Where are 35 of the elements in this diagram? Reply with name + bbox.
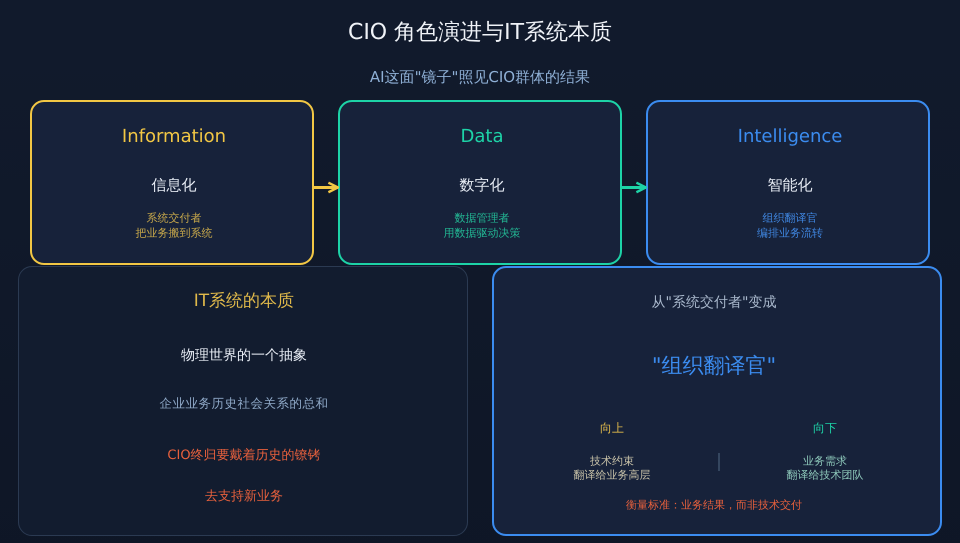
stage-title: Data bbox=[460, 126, 504, 148]
info-card bbox=[492, 266, 942, 536]
role-text: 业务需求 bbox=[803, 454, 847, 468]
statement: 企业业务历史社会关系的总和 bbox=[160, 396, 328, 410]
stage-card bbox=[646, 100, 930, 265]
card-title: "组织翻译官" bbox=[652, 353, 776, 379]
title: CIO 角色演进与IT系统本质 bbox=[348, 20, 612, 46]
statement: 去支持新业务 bbox=[205, 489, 283, 505]
arrow bbox=[622, 181, 648, 194]
role-text: 翻译给业务高层 bbox=[574, 468, 650, 482]
statement: CIO终归要戴着历史的镣铐 bbox=[167, 448, 321, 464]
stage-name: 信息化 bbox=[152, 176, 196, 194]
stage-card bbox=[338, 100, 622, 265]
info-card bbox=[18, 266, 468, 536]
card-subtitle: 从"系统交付者"变成 bbox=[652, 294, 776, 312]
stage-name: 智能化 bbox=[768, 176, 812, 194]
card-title: IT系统的本质 bbox=[194, 290, 294, 312]
stage-name: 数字化 bbox=[460, 176, 504, 194]
role-text: 编排业务流转 bbox=[757, 226, 823, 240]
role-text: 组织翻译官 bbox=[762, 211, 818, 225]
role-text: 技术约束 bbox=[590, 454, 634, 468]
role-text: 把业务搬到系统 bbox=[136, 226, 212, 240]
stage-card bbox=[30, 100, 314, 265]
stage-title: Intelligence bbox=[738, 126, 842, 148]
column-heading: 向下 bbox=[813, 420, 837, 436]
role-text: 系统交付者 bbox=[146, 211, 202, 225]
arrow bbox=[314, 181, 340, 194]
stage-title: Information bbox=[122, 126, 226, 148]
subtitle: AI这面"镜子"照见CIO群体的结果 bbox=[370, 68, 590, 86]
role-text: 用数据驱动决策 bbox=[444, 226, 520, 240]
column-heading: 向上 bbox=[600, 420, 624, 436]
note-text: 衡量标准：业务结果，而非技术交付 bbox=[626, 498, 802, 512]
role-text: 数据管理者 bbox=[454, 211, 510, 225]
statement: 物理世界的一个抽象 bbox=[181, 348, 307, 364]
role-text: 翻译给技术团队 bbox=[786, 468, 864, 482]
